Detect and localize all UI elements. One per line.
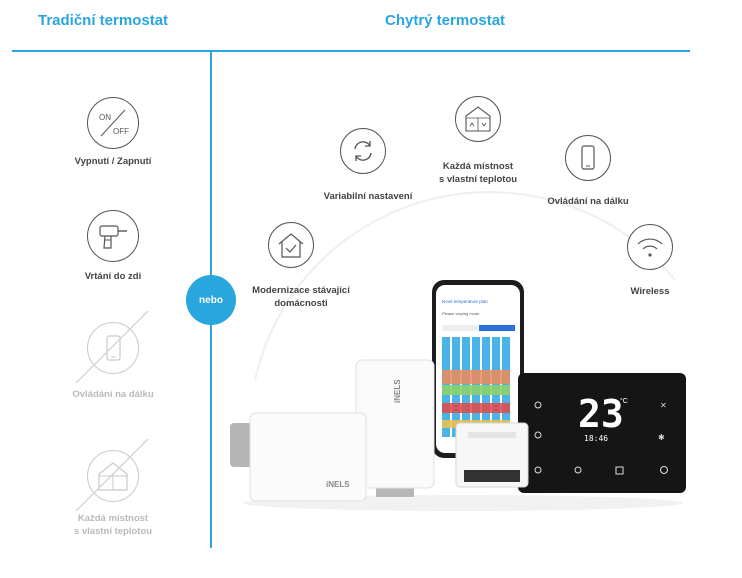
modernization-label: Modernizace stávající domácnosti	[252, 285, 350, 309]
decorative-arc	[254, 191, 676, 381]
products-illustration: Nové temperature plan Please varying mod…	[230, 280, 686, 511]
or-badge: nebo	[186, 275, 236, 325]
svg-text:OFF: OFF	[113, 127, 129, 136]
svg-text:Please varying mode: Please varying mode	[442, 311, 480, 316]
svg-text:ON: ON	[99, 113, 111, 122]
svg-text:°C: °C	[620, 397, 628, 405]
on-off-switch-icon: ON OFF	[87, 97, 139, 149]
phone-crossed-icon	[87, 322, 139, 374]
svg-text:18:46: 18:46	[584, 434, 608, 443]
svg-text:✱: ✱	[658, 433, 665, 442]
svg-text:✕: ✕	[660, 401, 667, 410]
remote-control-label: Ovládání na dálku	[72, 389, 154, 400]
strike-line	[75, 438, 149, 512]
header-underline-right	[212, 50, 690, 52]
house-check-icon	[268, 222, 314, 268]
room-temperature-label-faded: Každá místnost s vlastní teplotou	[73, 513, 153, 537]
smart-thermostat-heading: Chytrý termostat	[385, 12, 506, 29]
smartphone-app: Nové temperature plan Please varying mod…	[432, 280, 524, 458]
header-underline-left	[12, 50, 212, 52]
wall-thermostat-panel: 23 °C 18:46 ✕ ✱	[518, 373, 686, 493]
svg-text:Nové temperature plan: Nové temperature plan	[442, 299, 488, 304]
svg-text:23: 23	[578, 392, 624, 436]
on-off-label: Vypnutí / Zapnutí	[74, 156, 152, 167]
variable-settings-label: Variabilní nastavení	[323, 191, 413, 202]
relay-module	[455, 422, 529, 488]
house-temperature-icon	[455, 96, 501, 142]
drilling-label: Vrtání do zdi	[84, 271, 142, 282]
svg-text:iNELS: iNELS	[326, 480, 350, 489]
cycle-arrows-icon	[340, 128, 386, 174]
svg-text:iNELS: iNELS	[393, 379, 402, 403]
wifi-icon	[627, 224, 673, 270]
radiator-head-short: iNELS	[230, 412, 367, 502]
room-temperature-label: Každá místnost s vlastní teplotou	[438, 161, 518, 185]
strike-line	[75, 310, 149, 384]
phone-icon	[565, 135, 611, 181]
wireless-label: Wireless	[630, 286, 670, 297]
drill-icon	[87, 210, 139, 262]
traditional-thermostat-heading: Tradiční termostat	[38, 12, 169, 29]
radiator-head-tall: iNELS	[355, 359, 435, 497]
house-crossed-icon	[87, 450, 139, 502]
remote-control-smart-label: Ovládání na dálku	[547, 196, 629, 207]
